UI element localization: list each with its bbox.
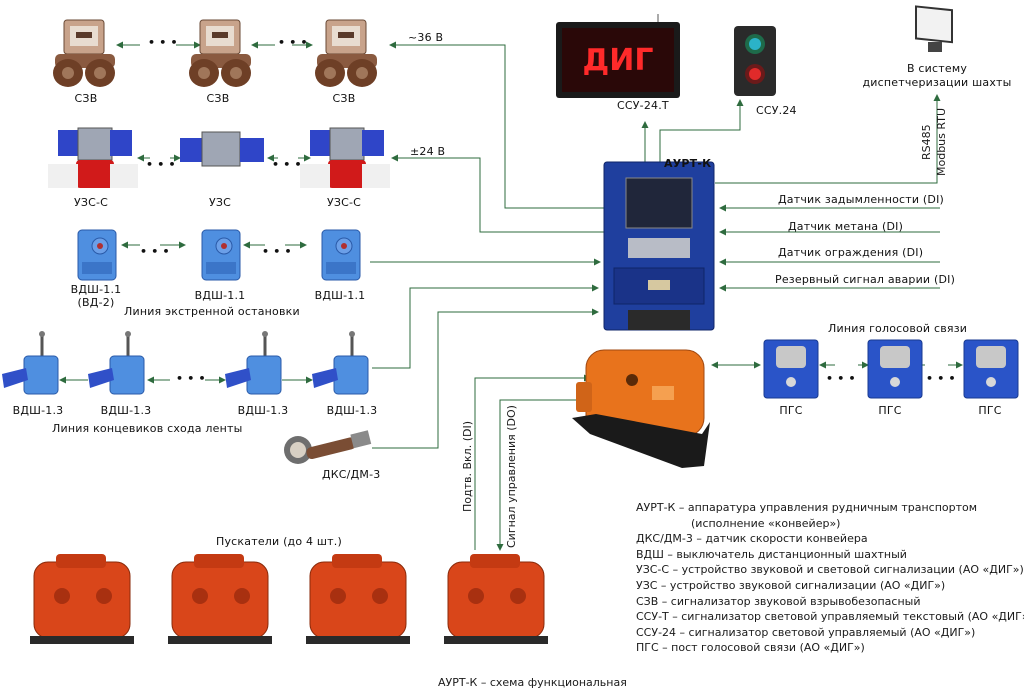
diagram-title: АУРТ-К – схема функциональная [438, 676, 627, 689]
ssu-24-device [734, 26, 776, 96]
belt-limit-line-label: Линия концевиков схода ленты [52, 422, 243, 435]
pgs-device [867, 339, 923, 399]
emergency-stop-line-label: Линия экстренной остановки [124, 305, 300, 318]
uzs-s-label-1: УЗС-С [73, 196, 109, 209]
szv-label-1: СЗВ [74, 92, 98, 105]
starter-device [444, 554, 548, 644]
vdsh-1-3-label-1: ВДШ-1.3 [12, 404, 64, 417]
dispatch-label-2: диспетчеризации шахты [862, 76, 1012, 89]
pgs-device [963, 339, 1019, 399]
pgs-label-2: ПГС [878, 404, 902, 417]
legend-item: ДКС/ДМ-3 – датчик скорости конвейера [636, 532, 868, 546]
vdsh-1-1-label-1b: (ВД-2) [77, 296, 115, 309]
confirm-on-label: Подтв. Вкл. (DI) [461, 420, 474, 512]
legend-item: УЗС-С – устройство звуковой и световой с… [636, 563, 1024, 577]
vdsh-1-1-label-1: ВДШ-1.1 [70, 283, 122, 296]
uzs-s-label-2: УЗС-С [326, 196, 362, 209]
aurt-k-cabinet [603, 161, 715, 331]
ssu-24-label: ССУ.24 [756, 104, 797, 117]
aurt-k-housing [572, 349, 710, 468]
voltage-36-label: ~36 В [408, 31, 444, 44]
ssu-24t-label: ССУ-24.Т [617, 99, 669, 112]
aurt-k-label: АУРТ-К [664, 157, 712, 170]
voice-line-label: Линия голосовой связи [828, 322, 968, 335]
vdsh-1-3-device [2, 331, 59, 395]
legend-item: ССУ-24 – сигнализатор световой управляем… [636, 625, 976, 639]
starter-device [306, 554, 410, 644]
computer-monitor-icon [915, 5, 953, 52]
pgs-device [763, 339, 819, 399]
uzs-s-device [48, 127, 138, 188]
dispatch-label-1: В систему [906, 62, 968, 75]
ellipsis: • • • [272, 158, 302, 171]
dks-label: ДКС/ДМ-3 [322, 468, 381, 481]
legend-item: ПГС – пост голосовой связи (АО «ДИГ») [636, 641, 865, 655]
voltage-24-label: ±24 В [410, 145, 446, 158]
starter-device [168, 554, 272, 644]
vdsh-1-1-label-2: ВДШ-1.1 [194, 289, 246, 302]
ssu-display-text: ДИГ [583, 43, 654, 78]
vdsh-1-3-label-2: ВДШ-1.3 [100, 404, 152, 417]
ellipsis: • • • [176, 372, 206, 385]
input-reserve-label: Резервный сигнал аварии (DI) [775, 273, 956, 286]
input-smoke-label: Датчик задымленности (DI) [778, 193, 945, 206]
legend-item: ССУ-Т – сигнализатор световой управляемы… [636, 610, 1024, 624]
starter-device [30, 554, 134, 644]
ellipsis: • • • [148, 36, 178, 49]
uzs-label: УЗС [208, 196, 232, 209]
vdsh-1-3-label-4: ВДШ-1.3 [326, 404, 378, 417]
ssu-24t-display: ДИГ [556, 14, 680, 98]
szv-device [189, 19, 251, 87]
legend-item: ВДШ – выключатель дистанционный шахтный [636, 547, 907, 561]
vdsh-1-3-device [88, 331, 145, 395]
ellipsis: • • • [278, 36, 308, 49]
vdsh-1-1-device [201, 229, 241, 281]
pgs-label-1: ПГС [779, 404, 803, 417]
legend-item: УЗС – устройство звуковой сигнализации (… [636, 578, 946, 592]
rs485-label: RS485 [920, 124, 933, 160]
ellipsis: • • • [140, 245, 170, 258]
input-methane-label: Датчик метана (DI) [788, 220, 904, 233]
ellipsis: • • • [826, 372, 856, 385]
legend-item: АУРТ-К – аппаратура управления рудничным… [636, 501, 978, 514]
szv-device [53, 19, 115, 87]
vdsh-1-1-device [321, 229, 361, 281]
ellipsis: • • • [926, 372, 956, 385]
vdsh-1-3-device [225, 331, 282, 395]
szv-label-3: СЗВ [332, 92, 356, 105]
pgs-label-3: ПГС [978, 404, 1002, 417]
szv-label-2: СЗВ [206, 92, 230, 105]
vdsh-1-1-device [77, 229, 117, 281]
dks-dm3-device [284, 430, 372, 464]
szv-device [315, 19, 377, 87]
uzs-s-device [300, 127, 390, 188]
vdsh-1-3-label-3: ВДШ-1.3 [237, 404, 289, 417]
ellipsis: • • • [146, 158, 176, 171]
starters-label: Пускатели (до 4 шт.) [216, 535, 342, 548]
legend: АУРТ-К – аппаратура управления рудничным… [636, 500, 1024, 656]
ellipsis: • • • [262, 245, 292, 258]
vdsh-1-3-device [312, 331, 369, 395]
modbus-label: Modbus RTU [935, 108, 948, 176]
vdsh-1-1-label-3: ВДШ-1.1 [314, 289, 366, 302]
legend-item: (исполнение «конвейер») [691, 516, 841, 530]
legend-item: СЗВ – сигнализатор звуковой взрывобезопа… [636, 594, 921, 608]
control-signal-label: Сигнал управления (DO) [505, 405, 518, 548]
uzs-device [180, 131, 264, 167]
input-fence-label: Датчик ограждения (DI) [778, 246, 924, 259]
